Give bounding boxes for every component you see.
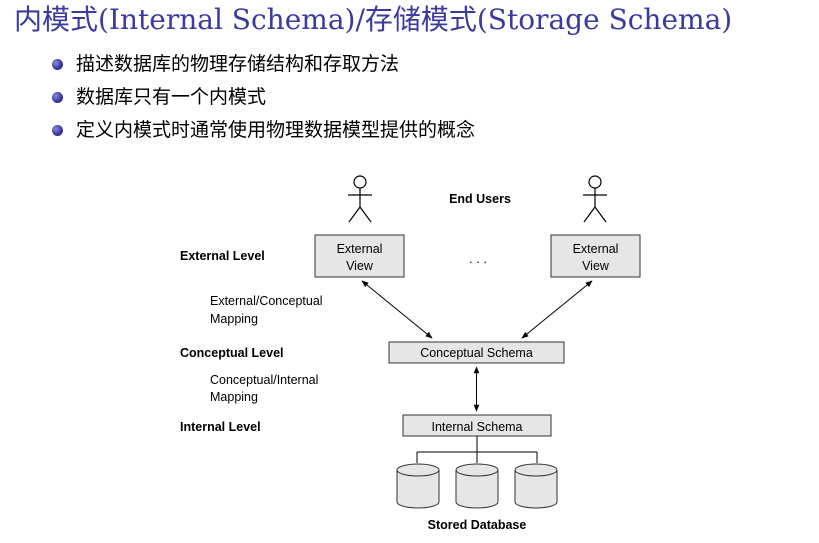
mapping-arrow [361,280,433,339]
ext-conc-mapping-label-line2: Mapping [210,312,258,326]
bullet-text: 描述数据库的物理存储结构和存取方法 [76,53,400,75]
conc-int-mapping-label-line2: Mapping [210,390,258,404]
database-cylinder-icon [455,463,499,509]
bullet-text: 定义内模式时通常使用物理数据模型提供的概念 [76,119,476,141]
bullet-dot-icon [52,92,63,103]
conc-int-mapping-label: Conceptual/Internal [210,373,318,387]
stored-database-label: Stored Database [428,518,527,532]
database-cylinder-icon [514,463,558,509]
bullet-item: 定义内模式时通常使用物理数据模型提供的概念 [52,116,475,149]
slide-title: 内模式(Internal Schema)/存储模式(Storage Schema… [14,3,733,36]
conceptual-schema-label: Conceptual Schema [420,346,533,360]
external-level-label: External Level [180,249,265,263]
external-view-box: External View [550,234,641,278]
bullet-item: 描述数据库的物理存储结构和存取方法 [52,50,475,83]
bullet-text: 数据库只有一个内模式 [76,86,267,108]
external-view-box: External View [314,234,405,278]
bullet-item: 数据库只有一个内模式 [52,83,475,116]
external-view-label: External [337,242,383,256]
storage-connectors [416,436,538,463]
external-view-label-line2: View [346,259,374,273]
database-cylinder-icon [396,463,440,509]
internal-schema-box: Internal Schema [402,414,552,437]
external-view-label-line2: View [582,259,610,273]
internal-schema-label: Internal Schema [431,420,522,434]
conceptual-schema-box: Conceptual Schema [388,341,565,364]
ellipsis-label: . . . [469,251,487,266]
conceptual-level-label: Conceptual Level [180,346,284,360]
mapping-arrow [521,280,593,339]
ext-conc-mapping-label: External/Conceptual [210,294,323,308]
bullet-dot-icon [52,59,63,70]
user-figure-icon [348,175,372,223]
bullet-list: 描述数据库的物理存储结构和存取方法 数据库只有一个内模式 定义内模式时通常使用物… [52,50,475,149]
bullet-dot-icon [52,125,63,136]
end-users-label: End Users [449,192,511,206]
user-figure-icon [583,175,607,223]
internal-level-label: Internal Level [180,420,261,434]
external-view-label: External [573,242,619,256]
